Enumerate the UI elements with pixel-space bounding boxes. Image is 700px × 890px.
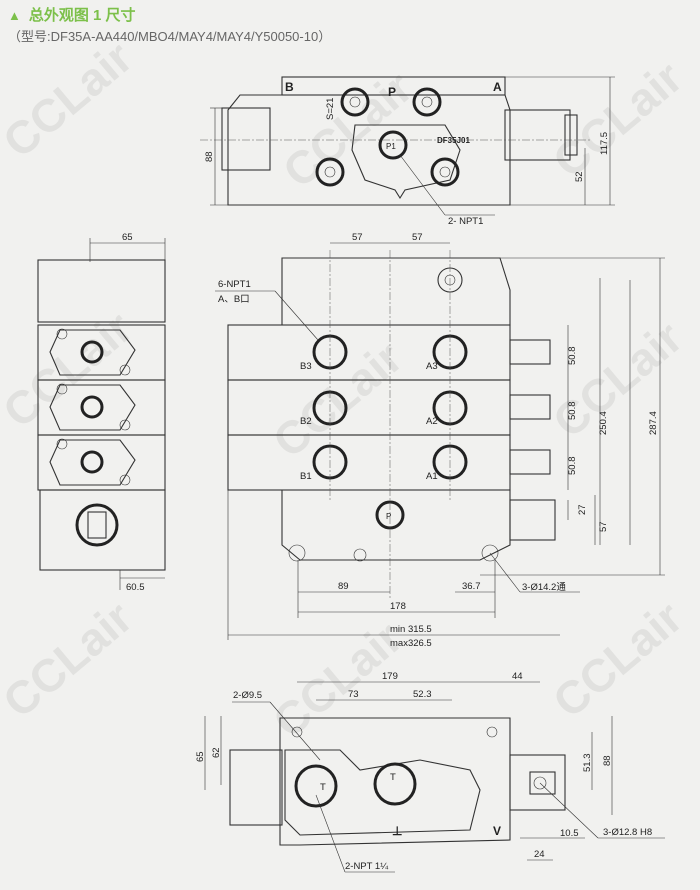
port-a2: A2 [426, 416, 438, 427]
label-b: B [285, 80, 294, 94]
dim-min: min 315.5 [390, 624, 432, 635]
dim-73: 73 [348, 689, 359, 700]
dim-57-left: 57 [352, 232, 363, 243]
dim-44: 44 [512, 671, 523, 682]
watermark: CCLair CCLair CCLair CCLair CCLair CCLai… [0, 31, 692, 748]
dim-10-5: 10.5 [560, 828, 579, 839]
dim-50-8: 50.8 [567, 457, 578, 476]
dim-57-right: 57 [412, 232, 423, 243]
dim-s: S=21 [325, 98, 336, 120]
port-t-right: T [390, 772, 396, 783]
dim-52: 52 [574, 171, 585, 182]
mark-t: ⊥ [392, 824, 402, 838]
port-p: P [386, 512, 391, 521]
port-a1: A1 [426, 471, 438, 482]
dim-36-7: 36.7 [462, 581, 481, 592]
svg-text:CCLair: CCLair [0, 591, 142, 728]
port-b2: B2 [300, 416, 312, 427]
dim-287-4: 287.4 [648, 411, 659, 435]
dim-50-8: 50.8 [567, 402, 578, 421]
front-view: 57 57 6-NPT1 A、B口 B3 A3 B2 A2 B1 A1 P 50… [215, 232, 665, 649]
label-p: P [388, 85, 396, 99]
port-p1: P1 [386, 142, 396, 151]
callout-npt1: 2- NPT1 [448, 216, 483, 227]
mark-v: V [493, 824, 501, 838]
dim-60-5: 60.5 [126, 582, 145, 593]
bottom-view: 179 44 2-Ø9.5 73 52.3 65 62 51.3 88 10.5… [195, 671, 665, 873]
dim-65: 65 [195, 751, 206, 762]
model-subtitle: （型号:DF35A-AA440/MBO4/MAY4/MAY4/Y50050-10… [8, 29, 332, 44]
dim-88: 88 [204, 151, 215, 162]
port-t-left: T [320, 782, 326, 793]
callout-pin-12-8: 3-Ø12.8 H8 [603, 827, 652, 838]
model-code: DF35J01 [437, 136, 470, 145]
dim-50-8: 50.8 [567, 347, 578, 366]
dim-88: 88 [602, 755, 613, 766]
callout-holes-14-2: 3-Ø14.2通 [522, 582, 566, 593]
svg-text:CCLair: CCLair [0, 31, 142, 168]
port-b1: B1 [300, 471, 312, 482]
dim-27: 27 [577, 504, 588, 515]
label-a: A [493, 80, 502, 94]
svg-text:CCLair: CCLair [543, 591, 692, 728]
side-view: 65 60.5 [37, 232, 166, 593]
dim-179: 179 [382, 671, 398, 682]
dim-65: 65 [122, 232, 133, 243]
svg-text:CCLair: CCLair [273, 61, 422, 198]
dim-250-4: 250.4 [598, 411, 609, 435]
dim-24: 24 [534, 849, 545, 860]
triangle-icon: ▲ [8, 8, 21, 23]
port-a3: A3 [426, 361, 438, 372]
dim-max: max326.5 [390, 638, 432, 649]
dim-52-3: 52.3 [413, 689, 432, 700]
svg-text:CCLair: CCLair [543, 311, 692, 448]
title-text: 总外观图 1 尺寸 [28, 7, 136, 24]
callout-npt-1-25: 2-NPT 1¼ [345, 861, 389, 872]
dim-178: 178 [390, 601, 406, 612]
dim-57-vertical: 57 [598, 521, 609, 532]
dim-62: 62 [211, 747, 222, 758]
callout-6-npt1: 6-NPT1 [218, 279, 251, 290]
top-view: B P A S=21 DF35J01 P1 88 117.5 52 2- NPT… [200, 76, 615, 227]
page-title: ▲ 总外观图 1 尺寸 [8, 4, 136, 25]
port-b3: B3 [300, 361, 312, 372]
callout-ab-ports: A、B口 [218, 294, 250, 305]
dim-51-3: 51.3 [582, 754, 593, 773]
callout-holes-9-5: 2-Ø9.5 [233, 690, 262, 701]
svg-text:CCLair: CCLair [0, 301, 142, 438]
dim-117-5: 117.5 [599, 132, 610, 155]
dim-89: 89 [338, 581, 349, 592]
